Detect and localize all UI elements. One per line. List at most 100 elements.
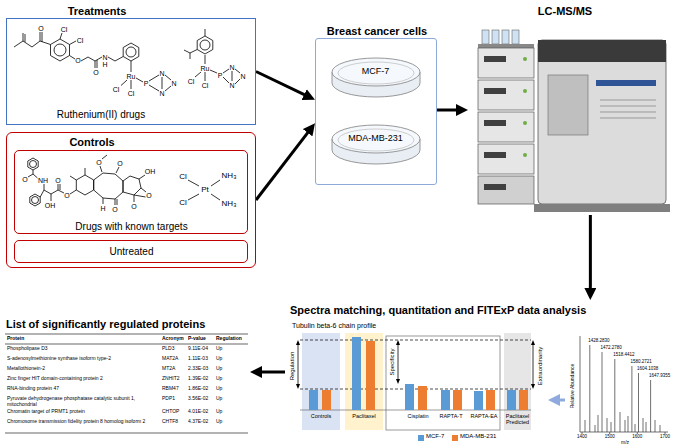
profile-bar-chart	[298, 343, 299, 386]
ruthenium-structure	[108, 57, 123, 62]
table-cell: 4.37E-02	[188, 419, 208, 425]
paclitaxel-structure	[103, 198, 104, 204]
atom-symbol: N	[102, 54, 107, 61]
table-header: Regulation	[216, 336, 242, 342]
profile-bar-chart	[441, 390, 450, 410]
paclitaxel-structure	[134, 195, 135, 202]
lc-ms-instrument	[600, 112, 656, 113]
lc-ms-instrument	[478, 176, 534, 204]
table-rules	[5, 344, 248, 345]
atom-symbol: O	[75, 57, 80, 64]
group-label: RAPTA-T	[439, 413, 462, 419]
profile-bar-chart	[398, 343, 399, 381]
atom-symbol: NH₃	[222, 200, 237, 208]
mass-spectrum-plot	[625, 420, 626, 432]
axis-tick: 1500	[605, 434, 615, 439]
profile-chart: Tubulin beta-6 chain profile	[287, 320, 548, 447]
mass-spectrum-plot	[595, 425, 596, 432]
ruthenium-structure	[54, 44, 66, 56]
lc-ms-instrument	[478, 48, 534, 78]
profile-bar-chart	[396, 340, 400, 345]
legend-swatch	[452, 435, 458, 441]
paclitaxel-structure	[58, 184, 59, 190]
metric-label: Extraordinarity	[537, 347, 544, 386]
ruthenium-structure	[40, 41, 51, 45]
mass-spectrum-plot	[598, 415, 599, 432]
ruthenium-structure	[205, 55, 206, 64]
lc-ms-instrument	[523, 153, 527, 157]
profile-bar-chart	[418, 386, 427, 410]
ruthenium-structure	[205, 29, 206, 36]
atom-symbol: O	[22, 176, 27, 183]
group-label: Paclitaxel	[352, 413, 376, 419]
metric-label: Specificity	[389, 348, 396, 375]
table-cell: Up	[216, 409, 222, 415]
atom-symbol: N	[229, 82, 234, 89]
table-rules	[5, 334, 248, 335]
mass-spectrum-plot	[602, 352, 603, 432]
atom-symbol: Cl	[113, 86, 120, 93]
peak-label: 1472.2780	[601, 345, 622, 350]
ruthenium-structure	[165, 75, 171, 80]
atom-symbol: N	[159, 70, 164, 77]
cisplatin-structure	[188, 180, 199, 186]
ruthenium-structure	[131, 80, 132, 89]
axis-tick: 1700	[660, 434, 670, 439]
ruthenium-structure	[149, 75, 159, 81]
axis-tick: 1400	[577, 434, 587, 439]
axis-title: m/z	[621, 440, 629, 446]
mass-spectrum-plot	[585, 420, 586, 432]
profile-bar-chart	[352, 337, 361, 410]
table-cell: PDP1	[162, 396, 175, 402]
profile-bar-chart	[296, 333, 535, 430]
lc-ms-instrument	[538, 40, 666, 204]
paclitaxel-structure	[30, 161, 37, 168]
atom-symbol: Cl	[188, 78, 195, 85]
ruthenium-structure	[223, 77, 229, 83]
paclitaxel-structure	[40, 190, 44, 197]
atom-symbol: O	[146, 192, 151, 199]
peak-label: 1428.2830	[588, 338, 609, 343]
ruthenium-structure	[149, 85, 159, 91]
dish-label: MCF-7	[362, 66, 390, 76]
mass-spectrum-plot	[607, 418, 608, 432]
atom-symbol: O	[64, 192, 69, 199]
table-cell: Up	[216, 376, 222, 382]
lc-ms-instrument	[523, 121, 527, 125]
table-cell: CHTF8	[162, 419, 178, 425]
profile-bar-chart	[345, 333, 383, 430]
table-cell: Up	[216, 419, 222, 425]
atom-symbol: N	[159, 90, 164, 97]
mass-spectrum: Relative Abundancem/z	[565, 320, 672, 447]
flow-arrow	[437, 109, 459, 112]
table-cell: 1.39E-02	[188, 376, 208, 382]
profile-bar-chart	[533, 343, 534, 386]
peak-label: 1518.4412	[613, 352, 634, 357]
ruthenium-structure	[131, 61, 132, 72]
ruthenium-structure	[165, 86, 171, 91]
ruthenium-structure	[184, 50, 197, 54]
flow-arrow	[557, 399, 565, 402]
flow-arrow	[256, 72, 307, 96]
ruthenium-structure	[210, 70, 217, 73]
dish-outline	[330, 122, 422, 167]
atom-symbol: O	[55, 177, 60, 184]
legend-swatch	[418, 435, 424, 441]
dish-outline	[330, 55, 422, 100]
panel-heading: Spectra matching, quantitation and FITEx…	[290, 304, 586, 317]
profile-bar-chart	[300, 340, 531, 341]
ruthenium-structure	[223, 69, 229, 73]
ruthenium-structure	[25, 34, 26, 42]
paclitaxel-structure	[60, 184, 61, 190]
paclitaxel-structure	[44, 184, 45, 190]
legend-label: MDA-MB-231	[460, 433, 496, 440]
atom-symbol: H	[102, 61, 107, 68]
profile-bar-chart	[519, 390, 528, 410]
mass-spectrum-plot	[589, 345, 590, 432]
table-cell: Pyruvate dehydrogenase phosphatase catal…	[7, 396, 159, 408]
profile-bar-chart	[309, 390, 318, 410]
paclitaxel-structure	[115, 199, 116, 205]
ruthenium-structure	[126, 47, 136, 57]
